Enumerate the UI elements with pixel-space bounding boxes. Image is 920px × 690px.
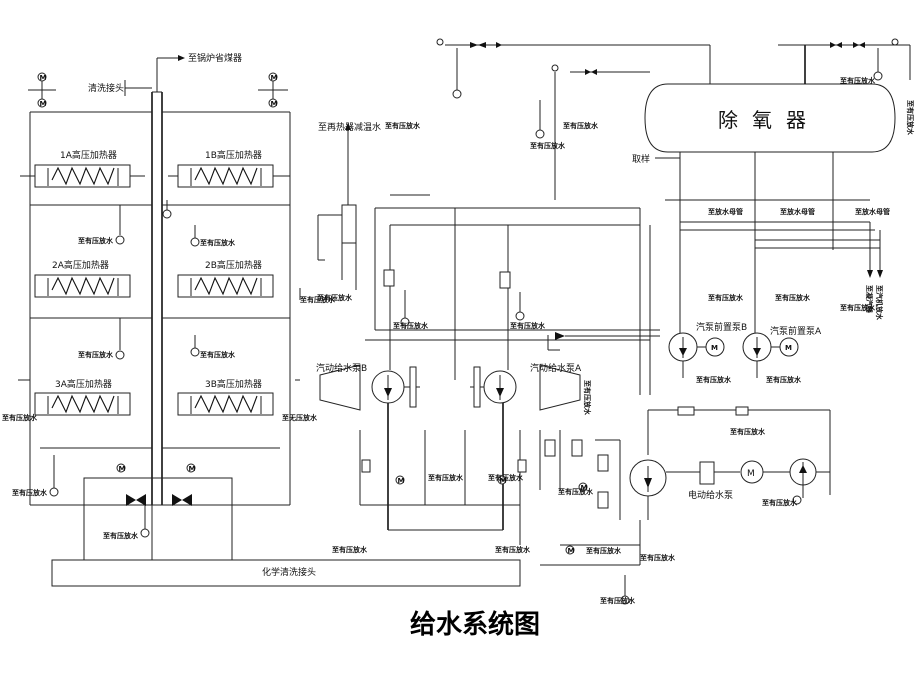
electric-feed-pump (540, 406, 831, 605)
drain-label: 至有压放水 (530, 141, 566, 150)
drain-label: 至有压放水 (428, 473, 464, 482)
drain-header-label: 至放水母管 (780, 207, 815, 216)
svg-text:M: M (119, 465, 126, 473)
deaerator-vessel (445, 44, 910, 340)
drain-label: 至有压放水 (12, 488, 48, 497)
left-main-piping (29, 55, 521, 587)
svg-text:M: M (568, 547, 575, 555)
turbine-pump-a-label: 汽动给水泵A (530, 362, 582, 374)
drain-label: 至有压放水 (300, 295, 336, 304)
svg-text:M: M (40, 100, 47, 108)
drain-label: 至有压放水 (730, 427, 766, 436)
to-turbine-drain-label: 至汽机放水 (875, 285, 884, 321)
svg-text:M: M (500, 477, 507, 485)
to-economizer-label: 至锅炉省煤器 (188, 52, 242, 64)
sampling-label: 取样 (632, 153, 650, 165)
electric-pump-label: 电动给水泵 (688, 489, 733, 501)
left-drain-fittings (18, 200, 301, 538)
drain-header-label: 至放水母管 (855, 207, 890, 216)
heater-1b-label: 1B高压加热器 (205, 149, 262, 161)
drain-label: 至有压放水 (317, 293, 353, 302)
heater-3a (34, 392, 131, 416)
drain-header-label: 至放水母管 (708, 207, 743, 216)
heater-3a-label: 3A高压加热器 (55, 378, 112, 390)
drain-label: 至有压放水 (696, 375, 732, 384)
drain-label: 至有压放水 (775, 293, 811, 302)
drain-label: 至有压放水 (78, 350, 114, 359)
drain-label: 至有压放水 (766, 375, 802, 384)
svg-text:M: M (189, 465, 196, 473)
svg-text:M: M (271, 100, 278, 108)
heater-2b (177, 274, 274, 298)
drain-label: 至有压放水 (762, 498, 798, 507)
drain-label: 至有压放水 (495, 545, 531, 554)
heater-2b-label: 2B高压加热器 (205, 259, 262, 271)
heater-2a-label: 2A高压加热器 (52, 259, 109, 271)
svg-text:M: M (581, 484, 588, 492)
drain-label: 至有压放水 (78, 236, 114, 245)
drain-label: 至有压放水 (385, 121, 421, 130)
drain-label: 至有压放水 (393, 321, 429, 330)
drain-label: 至有压放水 (840, 76, 876, 85)
drain-label: 至有压放水 (558, 487, 594, 496)
diagram-labels: 至锅炉省煤器 清洗接头 至再热器减温水 1A高压加热器 1B高压加热器 2A高压… (2, 52, 915, 640)
heater-3b (177, 392, 274, 416)
svg-text:M: M (398, 477, 405, 485)
to-condenser-label: 至凝汽器 (865, 285, 874, 314)
turbine-pump-b-label: 汽动给水泵B (316, 362, 367, 374)
drain-label: 至有压放水 (103, 531, 139, 540)
turbine-pump-b (319, 364, 420, 411)
booster-pump-a (742, 332, 799, 378)
drain-label-vertical: 至有压放水 (583, 380, 592, 416)
top-motor-valves: M M M M M M (28, 72, 288, 506)
flush-connection-label: 清洗接头 (88, 82, 124, 94)
booster-pump-b (668, 332, 725, 378)
drain-label: 至有压放水 (600, 596, 636, 605)
chem-clean-label: 化学清洗接头 (262, 566, 316, 578)
drain-label: 至有压放水 (640, 553, 676, 562)
drain-label: 至有压放水 (488, 473, 524, 482)
heater-1a (20, 164, 145, 188)
heater-3b-label: 3B高压加热器 (205, 378, 262, 390)
header-valves (436, 38, 911, 139)
heater-1a-label: 1A高压加热器 (60, 149, 117, 161)
heater-1b (168, 164, 290, 188)
heater-2a (34, 274, 131, 298)
drain-label-vertical: 至有压放水 (906, 100, 915, 136)
diagram-title: 给水系统图 (410, 609, 540, 640)
drain-label: 至有压放水 (200, 350, 236, 359)
drain-label: 至有压放水 (332, 545, 368, 554)
center-drain-fittings: M M (361, 269, 660, 485)
motor-electric-label: M (747, 469, 755, 479)
drain-label: 至有压放水 (563, 121, 599, 130)
svg-text:M: M (271, 74, 278, 82)
drain-label: 至有压放水 (2, 413, 38, 422)
deaerator-label: 除氧器 (718, 108, 820, 132)
drain-label: 至有压放水 (586, 546, 622, 555)
reheater-desuperheat-label: 至再热器减温水 (318, 121, 381, 133)
booster-pump-a-label: 汽泵前置泵A (770, 325, 822, 337)
svg-text:M: M (40, 74, 47, 82)
booster-pump-b-label: 汽泵前置泵B (696, 321, 747, 333)
center-right-fittings: M M (539, 430, 609, 555)
motor-a-label: M (785, 344, 792, 352)
drain-label: 至有压放水 (708, 293, 744, 302)
drain-label: 至有压放水 (200, 238, 236, 247)
drain-label: 至有压放水 (510, 321, 546, 330)
drain-label: 至有压放水 (840, 303, 876, 312)
noreturn-drain-label: 至无压放水 (282, 413, 318, 422)
center-piping (317, 123, 660, 545)
turbine-pump-a (470, 364, 581, 411)
motor-b-label: M (711, 344, 718, 352)
